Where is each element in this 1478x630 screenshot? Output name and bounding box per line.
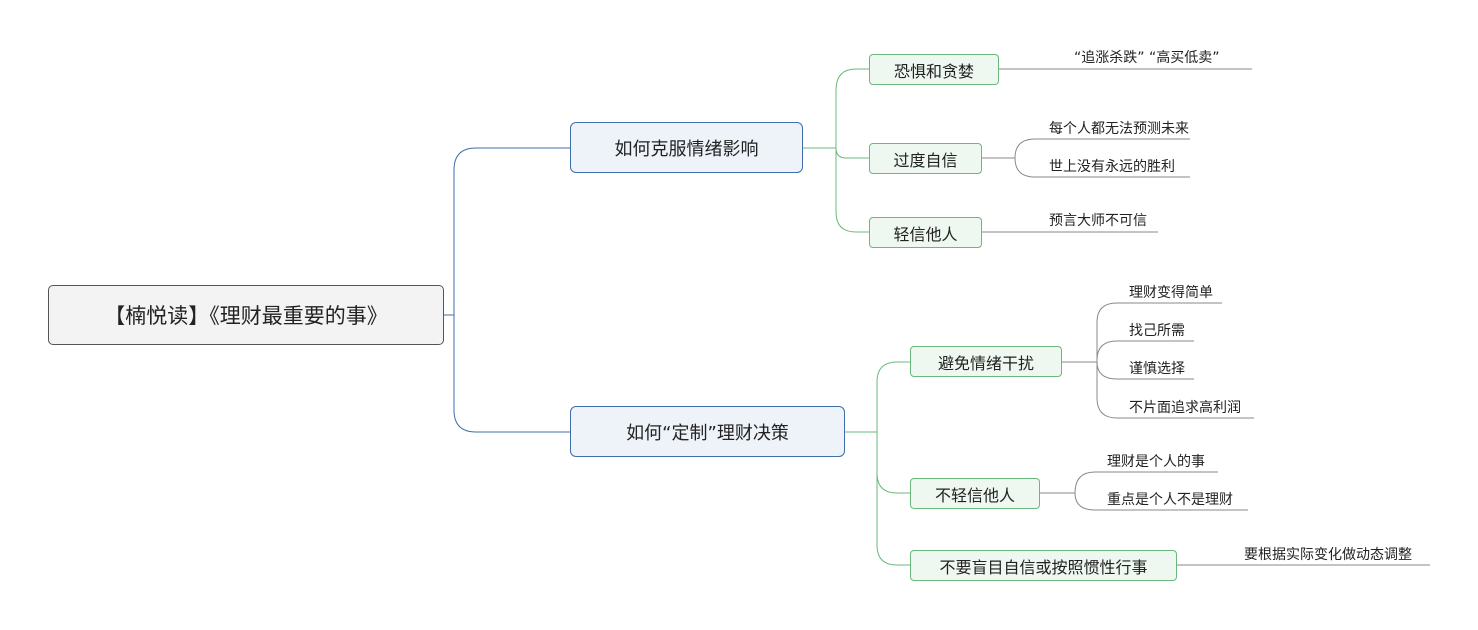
leaf-line-4a [1096,302,1222,323]
leaf-person-first[interactable]: 重点是个人不是理财 [1107,492,1233,508]
leaf-dynamic-adjust[interactable]: 要根据实际变化做动态调整 [1244,547,1412,563]
link-b1-c2 [835,147,869,159]
leaf-line-4c [1096,361,1194,380]
leaf-find-needs[interactable]: 找己所需 [1129,323,1185,339]
subtopic-fear-greed[interactable]: 恐惧和贪婪 [869,54,999,85]
leaf-no-high-profit[interactable]: 不片面追求高利润 [1129,400,1241,416]
link-b1-c3 [835,211,869,233]
subtopic-avoid-emotion[interactable]: 避免情绪干扰 [910,346,1062,377]
leaf-personal-matter[interactable]: 理财是个人的事 [1107,454,1205,470]
link-b1-c1 [835,68,869,91]
topic-overcome-emotions[interactable]: 如何克服情绪影响 [570,122,803,173]
subtopic-no-blind-trust[interactable]: 不轻信他人 [910,478,1040,509]
leaf-line-2a [1014,138,1190,159]
leaf-simple-finance[interactable]: 理财变得简单 [1129,285,1213,301]
link-b2-c3 [876,544,910,566]
root-topic[interactable]: 【楠悦读】《理财最重要的事》 [48,285,444,345]
subtopic-no-inertia[interactable]: 不要盲目自信或按照惯性行事 [910,550,1177,581]
leaf-line-5b [1074,492,1248,511]
leaf-cannot-predict[interactable]: 每个人都无法预测未来 [1049,121,1189,137]
subtopic-overconfidence[interactable]: 过度自信 [869,143,982,174]
leaf-line-4b [1096,340,1194,361]
leaf-chase-rise[interactable]: “追涨杀跌” “高买低卖” [1074,50,1220,66]
topic-custom-decisions[interactable]: 如何“定制”理财决策 [570,406,845,457]
leaf-careful-choice[interactable]: 谨慎选择 [1129,361,1185,377]
leaf-prophet-untrusted[interactable]: 预言大师不可信 [1049,213,1147,229]
link-b2-c2 [876,472,910,494]
leaf-no-eternal-win[interactable]: 世上没有永远的胜利 [1049,159,1175,175]
leaf-line-4d [1096,397,1254,419]
link-root-b1 [453,147,570,171]
leaf-line-5a [1074,471,1218,494]
subtopic-trust-others[interactable]: 轻信他人 [869,217,982,248]
leaf-line-2b [1014,157,1190,178]
link-b2-c1 [876,361,910,383]
link-root-b2 [453,409,570,433]
